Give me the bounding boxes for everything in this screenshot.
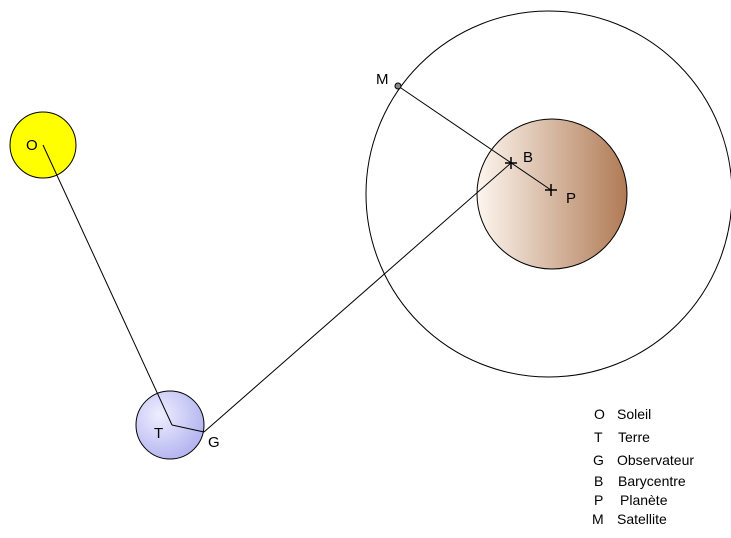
legend-letter-T: T: [594, 429, 603, 445]
legend-text-M: Satellite: [617, 511, 667, 527]
legend-letter-G: G: [593, 452, 604, 468]
observer-to-barycentre-line: [203, 162, 512, 433]
legend-letter-P: P: [594, 492, 603, 508]
legend-letter-O: O: [594, 406, 605, 422]
legend-letter-M: M: [592, 511, 604, 527]
label-G: G: [208, 434, 220, 451]
label-P: P: [566, 190, 576, 207]
sun-to-earth-line: [42, 144, 173, 426]
satellite-to-planet-line: [397, 85, 552, 191]
earth-to-observer-line: [171, 424, 205, 433]
barycentre-cross: [505, 157, 517, 169]
legend-text-P: Planète: [620, 492, 668, 508]
satellite-orbit-circle: [365, 10, 731, 378]
legend-text-B: Barycentre: [618, 473, 686, 489]
legend-text-O: Soleil: [617, 406, 651, 422]
label-T: T: [154, 425, 163, 442]
legend-text-G: Observateur: [617, 452, 694, 468]
earth-circle: [135, 390, 205, 460]
legend: O Soleil T Terre G Observateur B Barycen…: [592, 406, 694, 527]
planet-centre-cross: [545, 184, 557, 196]
label-B: B: [523, 149, 533, 166]
legend-text-T: Terre: [618, 429, 650, 445]
label-O: O: [26, 137, 38, 154]
satellite-point: [394, 82, 402, 90]
label-M: M: [376, 71, 389, 88]
planet-circle: [476, 118, 628, 270]
legend-letter-B: B: [594, 473, 603, 489]
